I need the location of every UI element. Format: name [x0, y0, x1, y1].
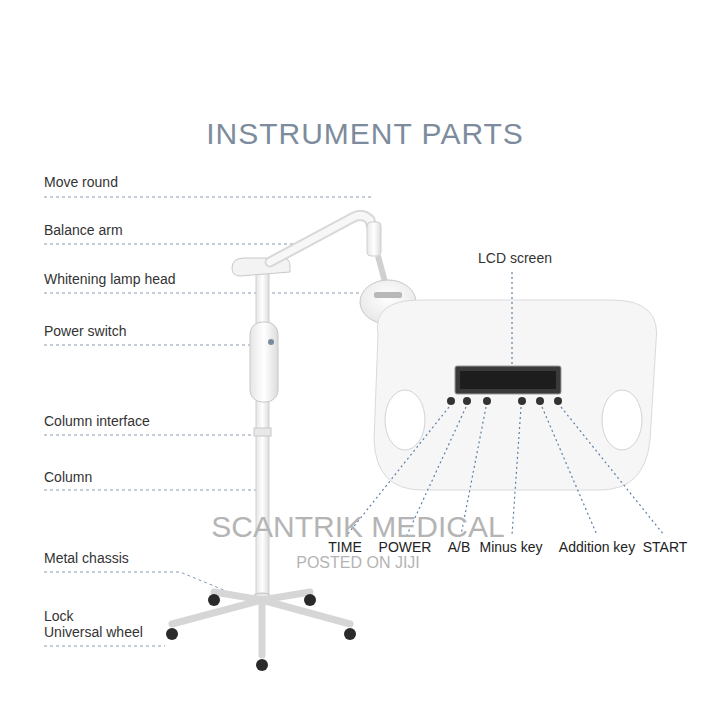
part-label: Lock: [44, 607, 74, 625]
watermark: SCANTRIK MEDICAL: [211, 508, 504, 546]
panel-leader-lines: [347, 272, 664, 535]
button-label: Addition key: [558, 538, 636, 556]
part-label: LCD screen: [478, 249, 552, 267]
part-label: Power switch: [44, 322, 126, 340]
diagram-title: INSTRUMENT PARTS: [206, 116, 524, 152]
part-label: Whitening lamp head: [44, 270, 176, 288]
leader-lines: [44, 197, 372, 646]
button-label: START: [642, 538, 689, 556]
part-label: Metal chassis: [44, 549, 129, 567]
control-panel: [374, 300, 657, 490]
part-label: Column interface: [44, 412, 150, 430]
part-label: Balance arm: [44, 221, 123, 239]
part-label: Column: [44, 468, 92, 486]
part-label: Move round: [44, 173, 118, 191]
watermark: POSTED ON JIJI: [296, 553, 420, 573]
part-label: Universal wheel: [44, 623, 143, 641]
